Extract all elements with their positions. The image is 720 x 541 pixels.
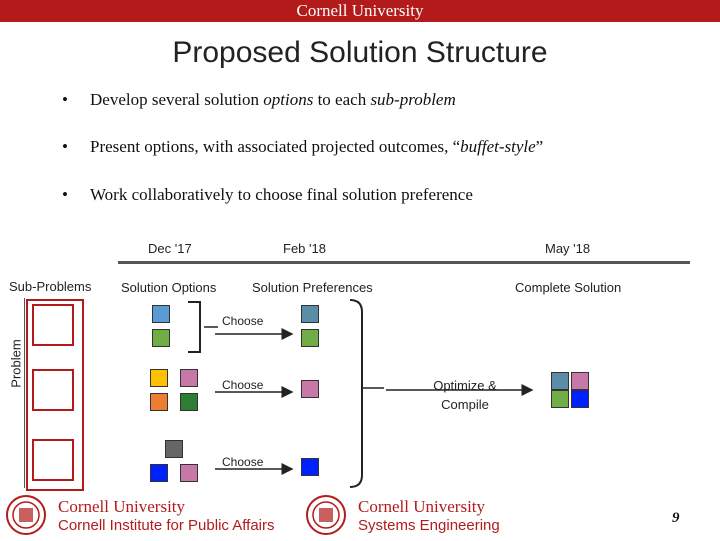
stage-solution-preferences: Solution Preferences [252,280,373,295]
sub-problem-box-1 [32,304,74,346]
timeline-bar [118,261,690,264]
option-square-orange [150,393,168,411]
option-square-dark-green [180,393,198,411]
option-square-pink [180,369,198,387]
date-may-18: May '18 [545,241,591,256]
choose-label-1: Choose [222,314,264,328]
header-bar: Cornell University [0,0,720,22]
sub-problems-column [26,299,84,491]
option-square-green [152,329,170,347]
complete-square-blue [571,390,589,408]
option-square-blue [150,464,168,482]
preference-square-green [301,329,319,347]
stage-solution-options: Solution Options [121,280,217,295]
complete-square-pink [571,372,589,390]
stage-sub-problems: Sub-Problems [9,279,92,294]
option-square-yellow [150,369,168,387]
preference-square-blue [301,458,319,476]
preference-square-steel [301,305,319,323]
bullet-2: •Present options, with associated projec… [62,137,544,156]
cipa-logo-text: Cornell University Cornell Institute for… [58,497,275,534]
sub-problem-box-2 [32,369,74,411]
slide-title: Proposed Solution Structure [172,36,548,69]
cornell-seal-logo-1 [6,494,46,536]
option-square-light-blue [152,305,170,323]
bullet-1: •Develop several solution options to eac… [62,90,456,109]
complete-square-green [551,390,569,408]
choose-label-2: Choose [222,378,264,392]
complete-square-steel [551,372,569,390]
preference-square-pink [301,380,319,398]
stage-complete-solution: Complete Solution [515,280,622,295]
problem-axis [24,298,25,488]
option-bracket-1 [188,301,201,353]
sub-problem-box-3 [32,439,74,481]
page-number: 9 [672,510,680,526]
date-dec-17: Dec '17 [148,241,192,256]
systems-engineering-logo-text: Cornell University Systems Engineering [358,497,500,534]
option-square-gray [165,440,183,458]
cornell-seal-logo-2 [306,494,346,536]
option-square-pink-2 [180,464,198,482]
preferences-brace [349,299,363,488]
date-feb-18: Feb '18 [283,241,326,256]
bullet-3: •Work collaboratively to choose final so… [62,185,473,204]
header-label: Cornell University [296,1,424,20]
choose-label-3: Choose [222,455,264,469]
optimize-compile-label: Optimize & Compile [433,378,497,412]
